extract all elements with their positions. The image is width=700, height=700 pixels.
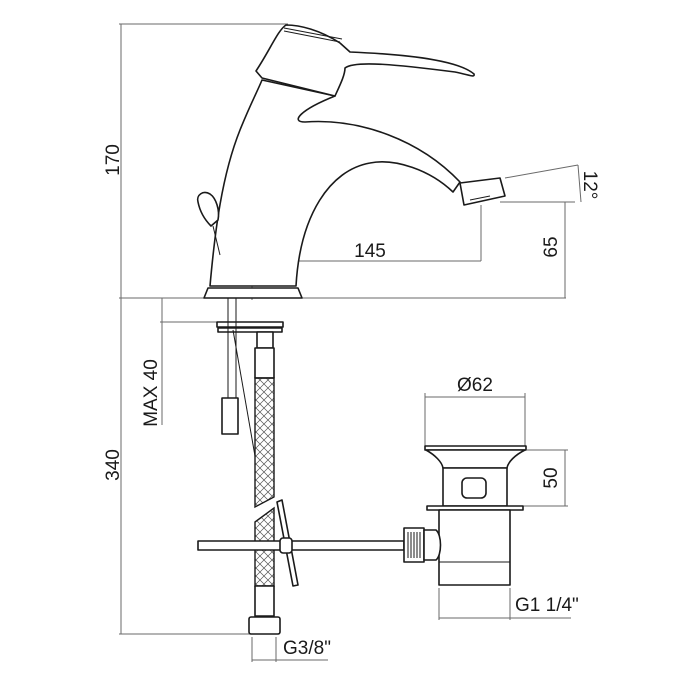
hose-thread-label: G3/8" [283,638,331,659]
drain-diameter-label: Ø62 [457,375,493,396]
total-height-label: 170 [103,144,124,176]
spout-reach-label: 145 [354,241,386,262]
faucet-body [196,24,506,299]
drain-height-label: 50 [541,467,562,488]
mounting-assembly [197,298,405,635]
hose-length-label: 340 [103,449,124,481]
max-deck-thickness-label: MAX 40 [141,359,162,427]
spout-height-label: 65 [541,236,562,257]
pop-up-drain [403,445,527,586]
dimension-lines [119,23,582,662]
drain-thread-label: G1 1/4" [515,595,579,616]
spout-angle-label: 12° [579,171,600,200]
